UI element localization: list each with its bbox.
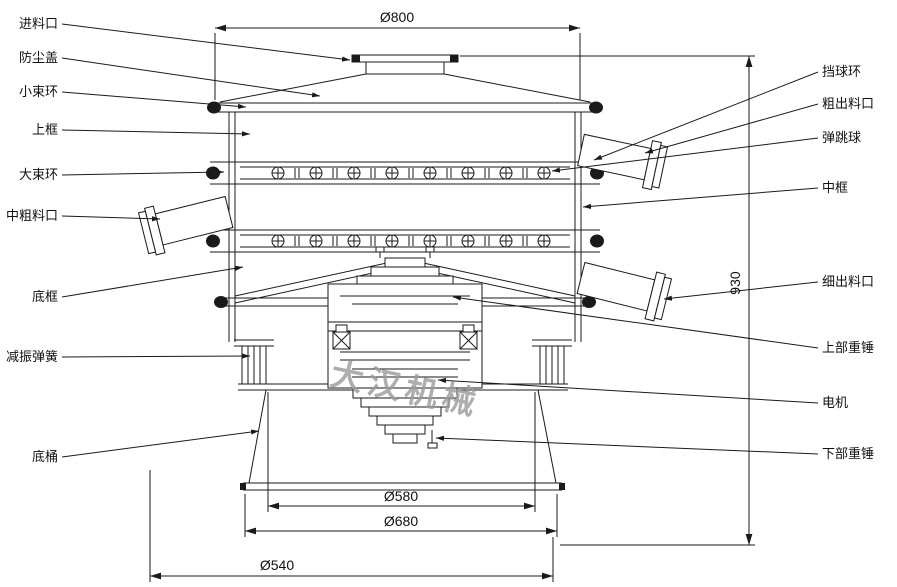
dimension-labels: Ø800 930 Ø580 Ø680 Ø540 (260, 9, 743, 573)
label-dust-cover: 防尘盖 (19, 50, 58, 65)
dust-cover-part (219, 73, 591, 103)
leader-ball-stop-ring (593, 71, 819, 161)
label-bottom-barrel: 底桶 (32, 449, 58, 464)
dim-top-diameter: Ø800 (380, 9, 414, 25)
leader-motor (437, 377, 819, 404)
label-feed-inlet: 进料口 (19, 16, 58, 31)
label-ball-stop-ring: 挡球环 (822, 64, 861, 79)
leader-coarse-outlet (644, 103, 819, 154)
label-bottom-frame: 底框 (32, 289, 58, 304)
label-small-clamp-ring: 小束环 (19, 84, 58, 99)
label-lower-weight: 下部重锤 (822, 446, 874, 461)
dim-barrel-flange: Ø680 (384, 513, 418, 529)
leader-upper-frame (61, 129, 251, 137)
upper-weight-part (356, 257, 454, 285)
label-coarse-outlet: 粗出料口 (822, 96, 874, 111)
leader-feed-inlet (61, 23, 351, 62)
label-fine-outlet: 细出料口 (822, 274, 874, 289)
dim-barrel-top: Ø580 (384, 488, 418, 504)
dimension-lines (149, 24, 755, 582)
leader-dust-cover (61, 57, 321, 98)
mesh-ticks-upper (294, 168, 528, 178)
dim-overall-height: 930 (727, 271, 743, 295)
label-upper-weight: 上部重锤 (822, 340, 874, 355)
damping-springs-part (234, 339, 572, 384)
leader-large-clamp-ring (61, 169, 225, 176)
lower-weight-part (352, 387, 458, 449)
coarse-outlet-part (577, 133, 669, 191)
bounce-balls-lower (271, 234, 551, 248)
feed-inlet-part (351, 54, 459, 75)
leader-lines (61, 23, 819, 458)
leader-upper-weight (452, 295, 819, 349)
label-damping-spring: 减振弹簧 (6, 349, 58, 364)
leader-damping-spring (61, 353, 251, 359)
leader-lower-weight (435, 435, 819, 455)
mesh-ticks-lower (294, 236, 528, 246)
label-upper-frame: 上框 (32, 122, 58, 137)
leader-bottom-frame (61, 265, 244, 298)
dim-base: Ø540 (260, 557, 294, 573)
leader-bounce-ball (551, 137, 819, 173)
bounce-balls-upper (271, 166, 551, 180)
label-middle-frame: 中框 (822, 180, 848, 195)
small-clamp-ring-part (207, 101, 603, 114)
leader-small-clamp-ring (61, 91, 247, 109)
label-motor: 电机 (822, 395, 848, 410)
screen-band-lower (206, 229, 604, 253)
leader-middle-frame (582, 187, 819, 209)
label-large-clamp-ring: 大束环 (19, 167, 58, 182)
label-bounce-ball: 弹跳球 (822, 130, 861, 145)
bottom-barrel-part (238, 383, 568, 491)
fine-outlet-part (576, 261, 673, 322)
leader-fine-outlet (663, 281, 819, 301)
label-mid-coarse-outlet: 中粗料口 (6, 208, 58, 223)
motor-assembly (327, 246, 483, 449)
leader-bottom-barrel (61, 429, 260, 458)
part-labels: 进料口 防尘盖 小束环 上框 大束环 中粗料口 底框 减振弹簧 底桶 挡球环 粗… (6, 16, 874, 464)
screen-band-upper (206, 161, 604, 185)
mid-coarse-outlet-part (137, 195, 234, 256)
leader-mid-coarse-outlet (61, 215, 161, 222)
machine-body (137, 54, 673, 491)
